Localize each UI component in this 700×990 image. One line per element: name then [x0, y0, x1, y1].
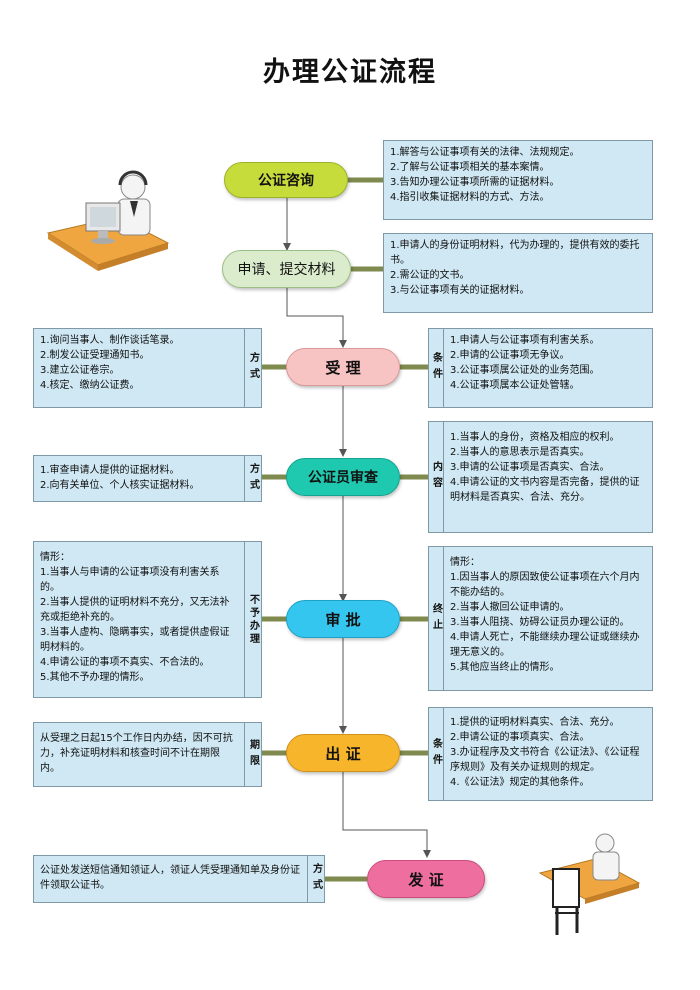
stage-label: 审 批: [325, 611, 361, 629]
flow-arrow: [342, 772, 431, 858]
accept-method-box: 1.询问当事人、制作谈话笔录。 2.制发公证受理通知书。 3.建立公证卷宗。 4…: [33, 328, 245, 408]
info-line: 4.申请人死亡，不能继续办理公证或继续办理无意义的。: [450, 632, 640, 658]
info-line: 1.审查申请人提供的证据材料。: [40, 465, 180, 476]
issue-condition-tag: 条件: [428, 707, 444, 801]
info-line: 1.因当事人的原因致使公证事项在六个月内不能办结的。: [450, 572, 640, 598]
info-line: 4.核定、缴纳公证费。: [40, 380, 140, 391]
info-line: 1.解答与公证事项有关的法律、法规规定。: [390, 147, 580, 158]
info-line: 5.其他不予办理的情形。: [40, 672, 150, 683]
review-method-tag: 方式: [244, 455, 262, 502]
info-line: 1.提供的证明材料真实、合法、充分。: [450, 717, 620, 728]
info-line: 从受理之日起15个工作日内办结，因不可抗力，补充证明材料和核查时间不计在期限内。: [40, 733, 233, 774]
info-line: 2.当事人提供的证明材料不充分，又无法补充或拒绝补充的。: [40, 597, 230, 623]
info-line: 4.申请公证的事项不真实、不合法的。: [40, 657, 210, 668]
info-line: 2.制发公证受理通知书。: [40, 350, 150, 361]
approve-terminate-tag: 终止: [428, 546, 444, 691]
approve-terminate-box: 情形： 1.因当事人的原因致使公证事项在六个月内不能办结的。 2.当事人撤回公证…: [443, 546, 653, 691]
issue-condition-box: 1.提供的证明材料真实、合法、充分。 2.申请公证的事项真实、合法。 3.办证程…: [443, 707, 653, 801]
flow-arrow: [286, 288, 347, 348]
review-content-box: 1.当事人的身份，资格及相应的权利。 2.当事人的意思表示是否真实。 3.申请的…: [443, 421, 653, 533]
info-line: 2.当事人的意思表示是否真实。: [450, 447, 590, 458]
info-line: 1.申请人的身份证明材料，代为办理的，提供有效的委托书。: [390, 240, 640, 266]
info-line: 3.当事人阻挠、妨碍公证员办理公证的。: [450, 617, 630, 628]
info-line: 2.了解与公证事项相关的基本案情。: [390, 162, 550, 173]
info-line: 4.《公证法》规定的其他条件。: [450, 777, 590, 788]
accept-condition-tag: 条件: [428, 328, 444, 408]
info-line: 5.其他应当终止的情形。: [450, 662, 560, 673]
approve-refuse-box: 情形： 1.当事人与申请的公证事项没有利害关系的。 2.当事人提供的证明材料不充…: [33, 541, 245, 698]
stage-issue: 出 证: [286, 734, 400, 772]
issue-period-box: 从受理之日起15个工作日内办结，因不可抗力，补充证明材料和核查时间不计在期限内。: [33, 722, 245, 787]
info-line: 2.需公证的文书。: [390, 270, 470, 281]
consult-info-box: 1.解答与公证事项有关的法律、法规规定。 2.了解与公证事项相关的基本案情。 3…: [383, 140, 653, 220]
info-line: 3.当事人虚构、隐瞒事实，或者提供虚假证明材料的。: [40, 627, 230, 653]
stage-consult: 公证咨询: [224, 162, 348, 198]
info-line: 2.申请公证的事项真实、合法。: [450, 732, 590, 743]
info-line: 1.询问当事人、制作谈话笔录。: [40, 335, 180, 346]
info-line: 4.申请公证的文书内容是否完备，提供的证明材料是否真实、合法、充分。: [450, 477, 640, 503]
stage-accept: 受 理: [286, 348, 400, 386]
review-method-box: 1.审查申请人提供的证据材料。 2.向有关单位、个人核实证据材料。: [33, 455, 245, 502]
info-line: 情形：: [40, 552, 70, 563]
deliver-method-box: 公证处发送短信通知领证人，领证人凭受理通知单及身份证件领取公证书。: [33, 855, 308, 903]
submit-info-box: 1.申请人的身份证明材料，代为办理的，提供有效的委托书。 2.需公证的文书。 3…: [383, 233, 653, 313]
info-line: 4.公证事项属本公证处管辖。: [450, 380, 580, 391]
info-line: 3.告知办理公证事项所需的证据材料。: [390, 177, 560, 188]
stage-label: 申请、提交材料: [237, 262, 336, 278]
stage-approve: 审 批: [286, 600, 400, 638]
info-line: 3.办证程序及文书符合《公证法》、《公证程序规则》及有关办证规则的规定。: [450, 747, 640, 773]
info-line: 3.申请的公证事项是否真实、合法。: [450, 462, 610, 473]
deliver-method-tag: 方式: [307, 855, 325, 903]
stage-label: 公证员审查: [308, 470, 378, 486]
info-line: 1.当事人的身份，资格及相应的权利。: [450, 432, 620, 443]
info-line: 2.申请的公证事项无争议。: [450, 350, 570, 361]
info-line: 3.公证事项属公证处的业务范围。: [450, 365, 600, 376]
stage-label: 出 证: [325, 745, 361, 763]
info-line: 1.申请人与公证事项有利害关系。: [450, 335, 600, 346]
accept-condition-box: 1.申请人与公证事项有利害关系。 2.申请的公证事项无争议。 3.公证事项属公证…: [443, 328, 653, 408]
stage-label: 公证咨询: [258, 173, 314, 189]
info-line: 3.与公证事项有关的证据材料。: [390, 285, 530, 296]
stage-submit: 申请、提交材料: [222, 250, 351, 288]
accept-method-tag: 方式: [244, 328, 262, 408]
stage-deliver: 发 证: [367, 860, 485, 898]
office-worker-illustration: [46, 170, 170, 271]
seated-person-illustration: [538, 833, 641, 935]
issue-period-tag: 期限: [244, 722, 262, 787]
stage-label: 发 证: [408, 871, 444, 889]
approve-refuse-tag: 不予办理: [244, 541, 262, 698]
info-line: 2.当事人撤回公证申请的。: [450, 602, 570, 613]
info-line: 2.向有关单位、个人核实证据材料。: [40, 480, 200, 491]
stage-review: 公证员审查: [286, 458, 400, 496]
info-line: 情形：: [450, 557, 480, 568]
info-line: 3.建立公证卷宗。: [40, 365, 120, 376]
page-title: 办理公证流程: [263, 57, 437, 88]
review-content-tag: 内容: [428, 421, 444, 533]
info-line: 4.指引收集证据材料的方式、方法。: [390, 192, 550, 203]
stage-label: 受 理: [325, 359, 361, 377]
info-line: 1.当事人与申请的公证事项没有利害关系的。: [40, 567, 220, 593]
info-line: 公证处发送短信通知领证人，领证人凭受理通知单及身份证件领取公证书。: [40, 865, 300, 891]
